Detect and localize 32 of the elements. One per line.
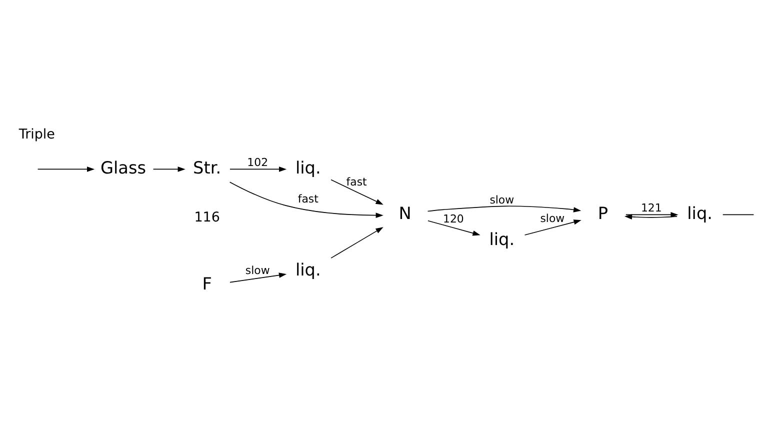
arrow [330,179,384,205]
node-text: liq. [295,157,321,178]
arrow [625,212,678,218]
arrow [428,220,480,236]
node-text: liq. [489,229,515,250]
node-text: liq. [295,259,321,280]
arrow [230,272,287,283]
arrow [230,166,287,172]
edge-label: slow [245,264,270,278]
node-text: P [598,202,608,223]
arrow [229,182,384,218]
connector [722,214,754,216]
edge-label: 121 [640,202,662,215]
edge-label: 102 [247,156,268,170]
edge-label: 120 [443,212,464,226]
arrow [330,227,384,258]
label: 116 [194,209,220,226]
node-text: liq. [687,202,713,223]
edge-label: slow [490,193,514,206]
arrow [427,206,582,212]
label: Triple [18,126,55,143]
arrow [624,214,678,220]
arrow [37,166,95,172]
node-text: Glass [100,157,146,178]
node-text: Str. [193,157,222,178]
node-text: N [398,202,412,223]
edge-label: fast [298,192,318,206]
node-text: F [202,274,212,294]
edge-label: fast [346,176,367,189]
arrow [152,166,186,172]
arrow [524,220,582,236]
edge-label: slow [540,212,565,225]
